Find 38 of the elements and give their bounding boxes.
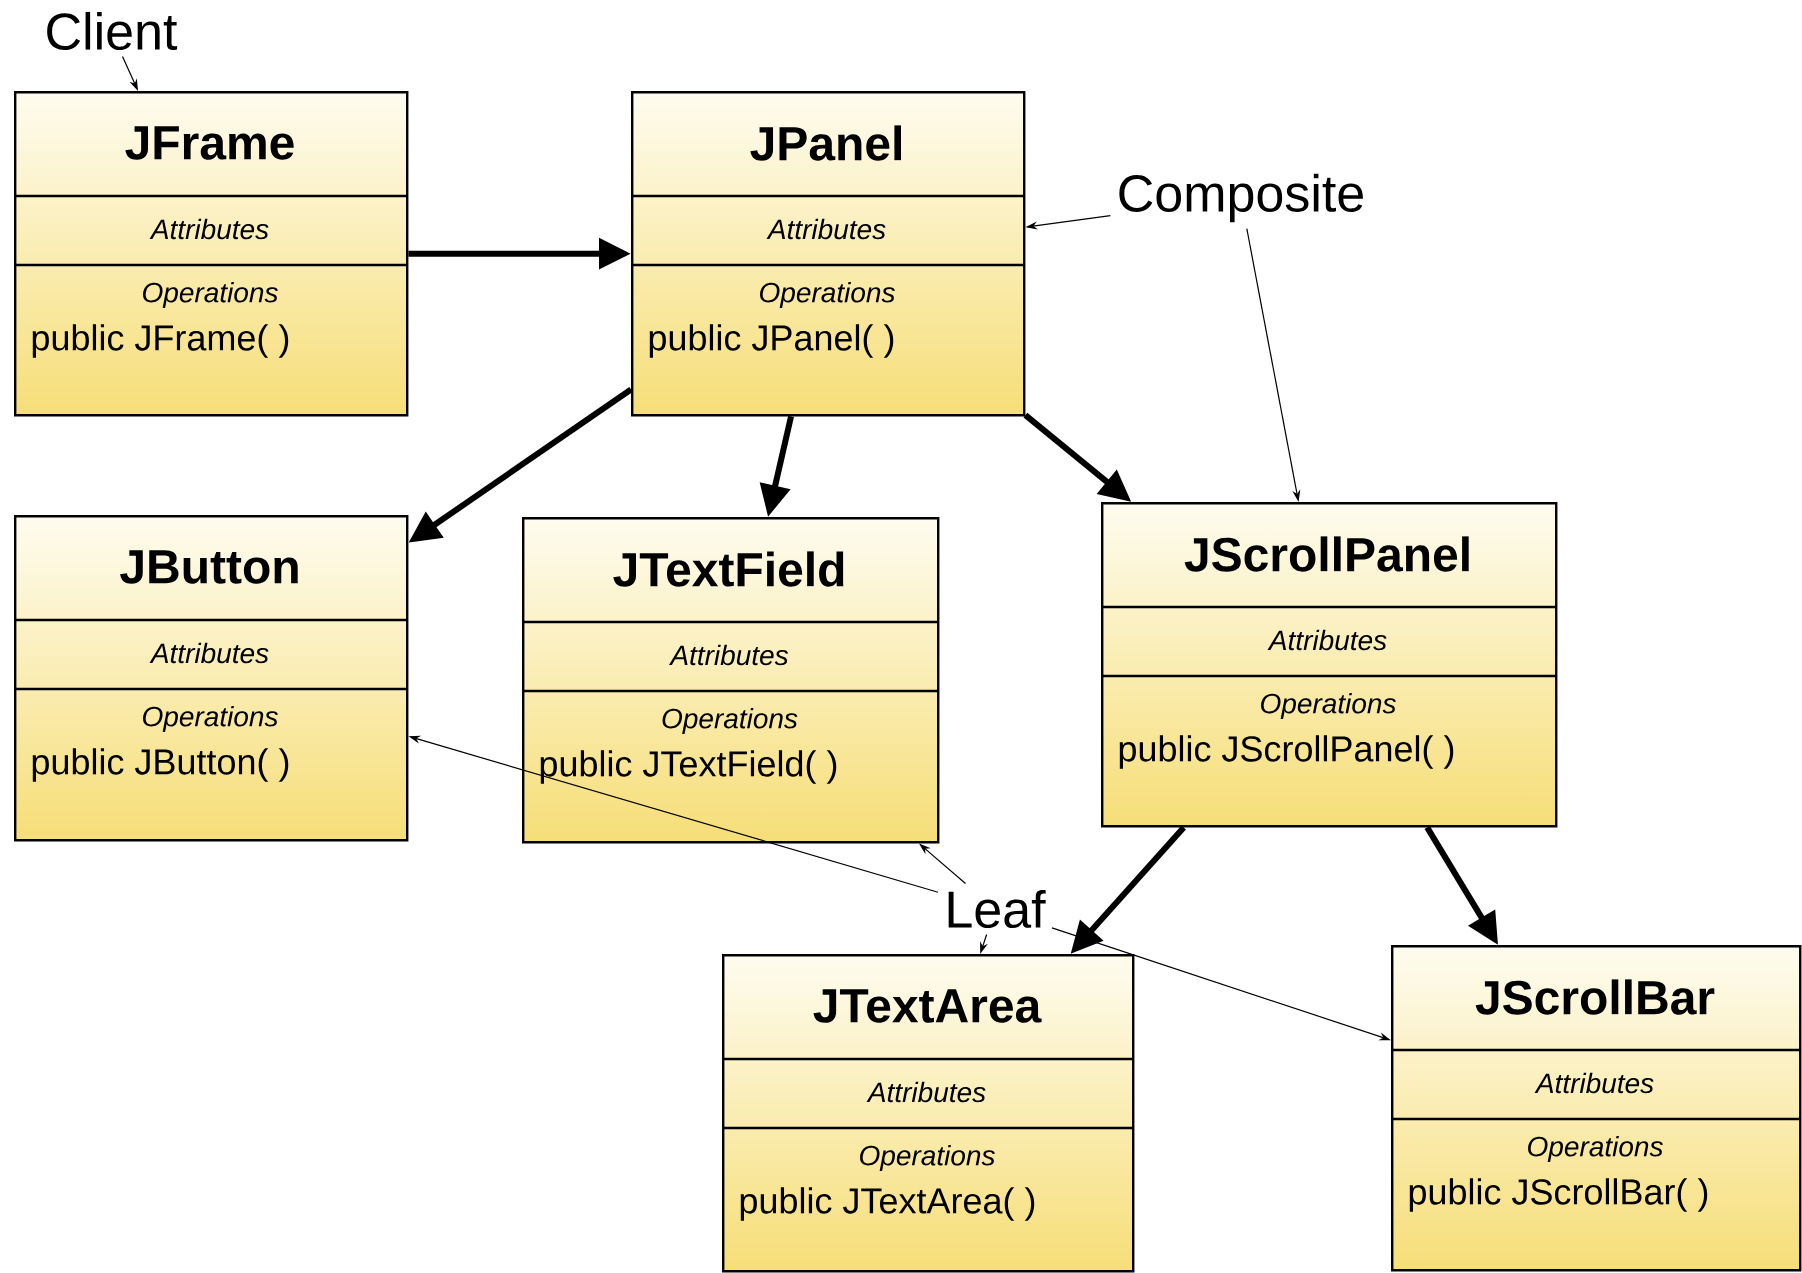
compartment-label: Operations (1261, 692, 1396, 720)
compartment-label: Operations (143, 705, 278, 733)
compartment-label: Attributes (669, 644, 789, 666)
method-signature: public JTextArea( ) (740, 1187, 1035, 1221)
compartment-label: Attributes (766, 218, 886, 240)
class-name: JFrame (125, 126, 294, 160)
method-signature: public JPanel( ) (649, 324, 894, 358)
class-name: JButton (120, 550, 298, 584)
compartment-label: Attributes (149, 642, 269, 664)
compartment-label: Attributes (149, 218, 269, 240)
compartment-label: Operations (143, 281, 278, 309)
callout-label: Composite (1119, 173, 1363, 223)
compartment-label: Attributes (1267, 629, 1387, 651)
method-signature: public JScrollBar( ) (1409, 1178, 1708, 1212)
class-name: JScrollBar (1475, 979, 1715, 1015)
compartment-label: Operations (860, 1144, 995, 1172)
method-signature: public JTextField( ) (540, 750, 837, 784)
compartment-label: Attributes (1534, 1072, 1654, 1094)
compartment-label: Operations (1528, 1135, 1663, 1163)
callout-label: Client (47, 11, 178, 51)
class-box (14, 91, 409, 417)
method-signature: public JButton( ) (32, 748, 289, 782)
class-box (722, 954, 1135, 1273)
class-name: JScrollPanel (1184, 536, 1469, 572)
class-name: JPanel (750, 125, 901, 161)
class-name: JTextArea (813, 989, 1042, 1023)
class-box (14, 515, 409, 842)
class-name: JTextField (613, 551, 844, 587)
compartment-label: Operations (760, 281, 895, 309)
callout-label: Leaf (948, 889, 1046, 929)
method-signature: public JFrame( ) (32, 324, 289, 358)
class-box (522, 517, 940, 844)
class-box (1101, 502, 1558, 828)
compartment-label: Operations (662, 707, 798, 735)
compartment-label: Attributes (866, 1081, 986, 1103)
class-box (1391, 945, 1802, 1272)
method-signature: public JScrollPanel( ) (1119, 735, 1454, 769)
class-box (631, 91, 1026, 417)
